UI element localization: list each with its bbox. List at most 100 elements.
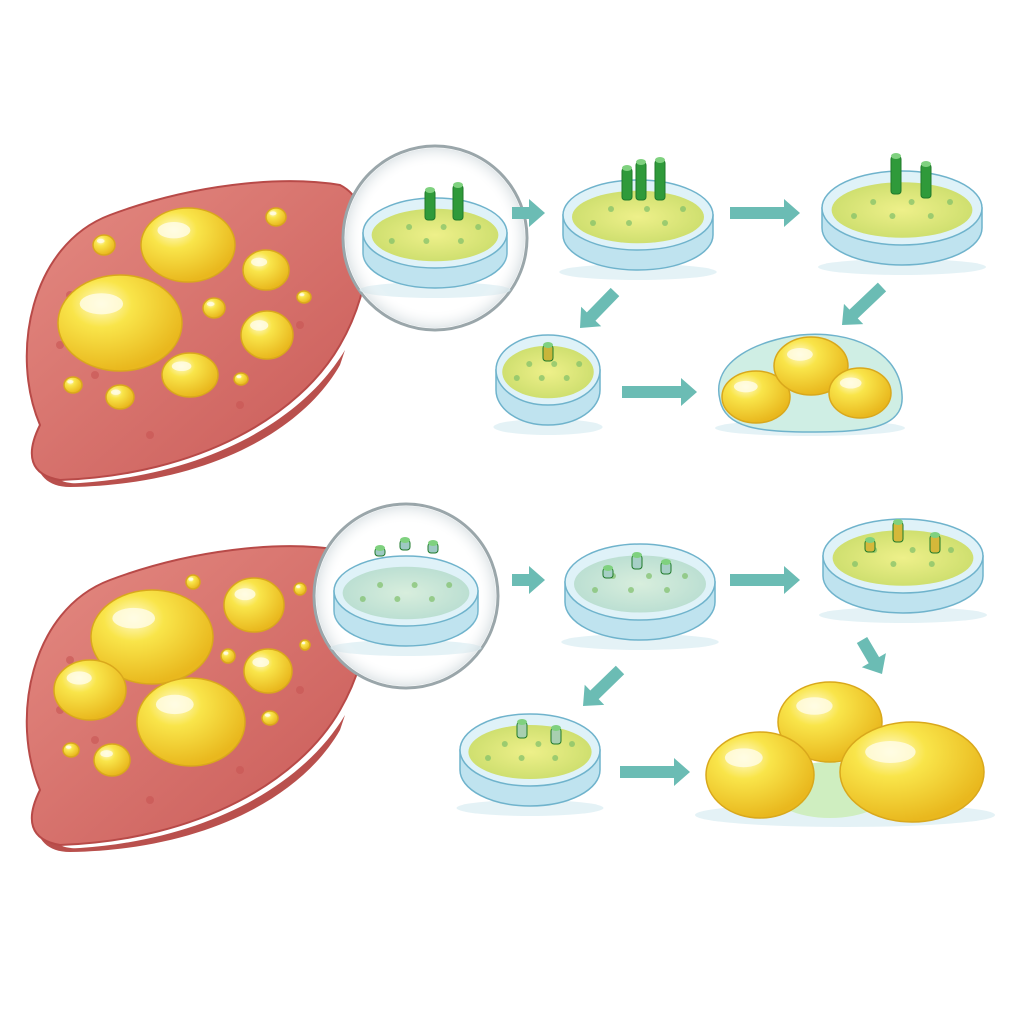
receptor-icon xyxy=(542,342,554,362)
fat-droplet-highlight xyxy=(839,377,862,389)
fat-droplet-body xyxy=(161,352,219,398)
dish-tissue xyxy=(468,725,592,779)
fat-droplet-icon xyxy=(63,376,83,394)
dish-tissue xyxy=(831,182,973,238)
tissue-cell xyxy=(590,220,596,226)
fat-droplet-icon xyxy=(705,731,815,819)
fat-droplet-body xyxy=(828,367,892,419)
dish-shadow xyxy=(559,264,717,280)
magnifier-icon xyxy=(341,144,529,332)
tissue-cell xyxy=(592,587,598,593)
fat-droplet-highlight xyxy=(733,380,758,393)
receptor-icon xyxy=(929,532,941,554)
tissue-cell xyxy=(662,220,668,226)
tissue-cell xyxy=(628,587,634,593)
fat-droplet-body xyxy=(62,742,80,758)
fat-droplet-icon xyxy=(242,249,290,291)
tissue-cell xyxy=(680,206,686,212)
tissue-cell xyxy=(890,561,897,567)
fat-cluster-top xyxy=(715,333,905,436)
fat-droplet-body xyxy=(63,376,83,394)
arrow-shape xyxy=(841,282,887,326)
fat-droplet-icon xyxy=(233,372,249,386)
fat-droplet-highlight xyxy=(250,320,269,331)
arrow-shape xyxy=(856,636,886,675)
fat-droplet-icon xyxy=(136,677,246,767)
fat-droplet-body xyxy=(240,310,294,360)
fat-droplet-body xyxy=(261,710,279,726)
fat-droplet-highlight xyxy=(112,607,156,629)
receptor-top xyxy=(655,157,665,163)
liver-spot xyxy=(66,656,74,664)
tissue-cell xyxy=(908,199,915,205)
fat-droplet-body xyxy=(57,274,183,372)
arrow-shape xyxy=(512,566,545,594)
fat-droplet-highlight xyxy=(301,641,306,645)
fat-droplet-icon xyxy=(296,290,312,304)
receptor-top xyxy=(930,532,940,538)
arrow-icon xyxy=(512,566,545,594)
fat-droplet-highlight xyxy=(223,651,229,655)
cell-dish-icon xyxy=(559,179,717,280)
tissue-cell xyxy=(569,741,575,747)
fat-droplet-icon xyxy=(240,310,294,360)
liver-spot xyxy=(296,686,304,694)
receptor-icon xyxy=(654,157,666,201)
fat-droplet-highlight xyxy=(236,375,242,378)
tissue-cell xyxy=(682,573,688,579)
tissue-cell xyxy=(518,755,525,761)
liver-lower-lobe xyxy=(36,350,345,487)
fat-droplet-highlight xyxy=(299,293,305,296)
magnifier-glare xyxy=(345,148,525,328)
arrow-shape xyxy=(579,287,620,329)
fat-droplet-body xyxy=(233,372,249,386)
receptor-stalk xyxy=(920,163,932,199)
fat-droplet-highlight xyxy=(157,222,191,239)
tissue-cell xyxy=(644,206,650,212)
fat-droplet-highlight xyxy=(79,293,124,315)
arrow-icon xyxy=(512,199,545,227)
fat-droplet-highlight xyxy=(188,577,194,581)
dish-tissue xyxy=(572,190,704,244)
fat-droplet-body xyxy=(296,290,312,304)
fat-droplet-highlight xyxy=(296,585,301,588)
tissue-cell xyxy=(889,213,896,219)
tissue-cell xyxy=(501,741,508,747)
tissue-cell xyxy=(948,547,954,553)
receptor-top xyxy=(622,165,632,171)
receptor-icon xyxy=(864,537,876,553)
fat-droplet-icon xyxy=(90,589,214,685)
arrow-shape xyxy=(620,758,690,786)
receptor-stalk xyxy=(621,167,633,201)
fat-droplet-icon xyxy=(53,659,127,721)
liver-icon xyxy=(25,180,370,487)
cell-dish-icon xyxy=(456,713,604,816)
receptor-top xyxy=(865,537,875,543)
receptor-icon xyxy=(892,519,904,543)
liver-spot xyxy=(146,431,154,439)
fat-droplet-body xyxy=(265,207,287,227)
fat-droplet-icon xyxy=(223,577,285,633)
fat-droplet-highlight xyxy=(171,361,192,372)
receptor-top xyxy=(603,565,613,571)
tissue-cell xyxy=(870,199,877,205)
fat-droplet-icon xyxy=(93,743,131,777)
fat-droplet-icon xyxy=(140,207,236,283)
fat-droplet-icon xyxy=(161,352,219,398)
fat-droplet-highlight xyxy=(206,301,215,307)
tissue-cell xyxy=(552,755,559,761)
receptor-icon xyxy=(621,165,633,201)
fat-droplet-icon xyxy=(828,367,892,419)
cell-dish-icon xyxy=(818,170,986,275)
tissue-cell xyxy=(947,199,953,205)
tissue-cell xyxy=(852,561,858,567)
dish-shadow xyxy=(818,259,986,275)
receptor-icon xyxy=(890,153,902,195)
fat-droplet-highlight xyxy=(96,238,105,244)
fat-droplet-body xyxy=(705,731,815,819)
fat-droplet-body xyxy=(243,648,293,694)
liver-lower-lobe xyxy=(36,715,345,852)
fat-droplet-body xyxy=(136,677,246,767)
fat-droplet-body xyxy=(93,743,131,777)
arrow-icon xyxy=(620,758,690,786)
